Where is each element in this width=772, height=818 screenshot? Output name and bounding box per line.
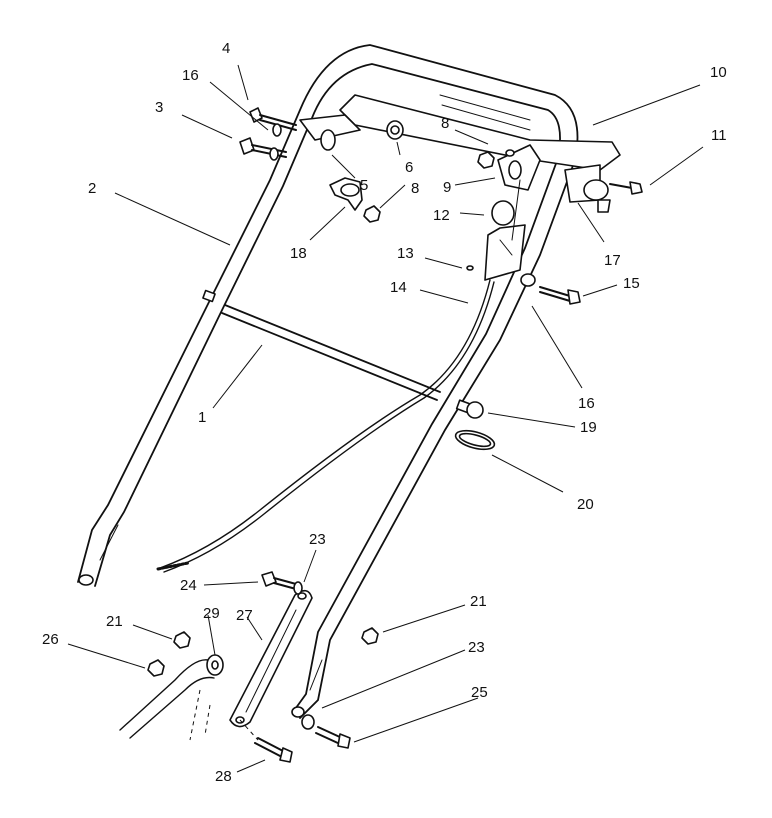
callout-19: 19: [580, 419, 597, 436]
callout-12: 12: [433, 207, 450, 224]
callout-27: 27: [236, 607, 253, 624]
callout-18: 18: [290, 245, 307, 262]
upper-plate: [339, 94, 621, 171]
left-bracket: [239, 107, 404, 161]
callout-16a: 16: [182, 67, 199, 84]
callout-4: 4: [222, 40, 230, 57]
callout-10: 10: [710, 64, 727, 81]
callout-21a: 21: [106, 613, 123, 630]
callout-26: 26: [42, 631, 59, 648]
callout-6: 6: [405, 159, 413, 176]
bolt-24: [261, 571, 303, 595]
callout-16b: 16: [578, 395, 595, 412]
callout-21b: 21: [470, 593, 487, 610]
bolt-28: [239, 719, 293, 763]
callout-15: 15: [623, 275, 640, 292]
right-bracket: [564, 164, 643, 213]
callout-23b: 23: [468, 639, 485, 656]
callout-14: 14: [390, 279, 407, 296]
callout-29: 29: [203, 605, 220, 622]
callout-13: 13: [397, 245, 414, 262]
callout-24: 24: [180, 577, 197, 594]
lower-link: [229, 589, 313, 728]
callout-1: 1: [198, 409, 206, 426]
callout-3: 3: [155, 99, 163, 116]
callout-23a: 23: [309, 531, 326, 548]
bolt-15: [520, 273, 581, 305]
cable-clip: [329, 177, 381, 223]
callout-labels: 1 2 3 4 5 6 8 8 9 10 11 12 13 14 15 16 1…: [42, 40, 727, 785]
control-bracket: [466, 144, 541, 281]
callout-25: 25: [471, 684, 488, 701]
nut-21-right: [361, 627, 379, 645]
callout-8a: 8: [441, 115, 449, 132]
cross-bar: [202, 289, 472, 414]
deck-arm: [119, 631, 224, 741]
callout-5: 5: [360, 177, 368, 194]
control-cable: [156, 279, 495, 573]
cap-and-ring: [454, 401, 496, 451]
callout-20: 20: [577, 496, 594, 513]
callout-8b: 8: [411, 180, 419, 197]
callout-11: 11: [711, 127, 727, 144]
bolt-25: [301, 714, 351, 749]
callout-9: 9: [443, 179, 451, 196]
callout-2: 2: [88, 180, 96, 197]
callout-28: 28: [215, 768, 232, 785]
callout-17: 17: [604, 252, 621, 269]
leader-lines: [67, 64, 704, 773]
